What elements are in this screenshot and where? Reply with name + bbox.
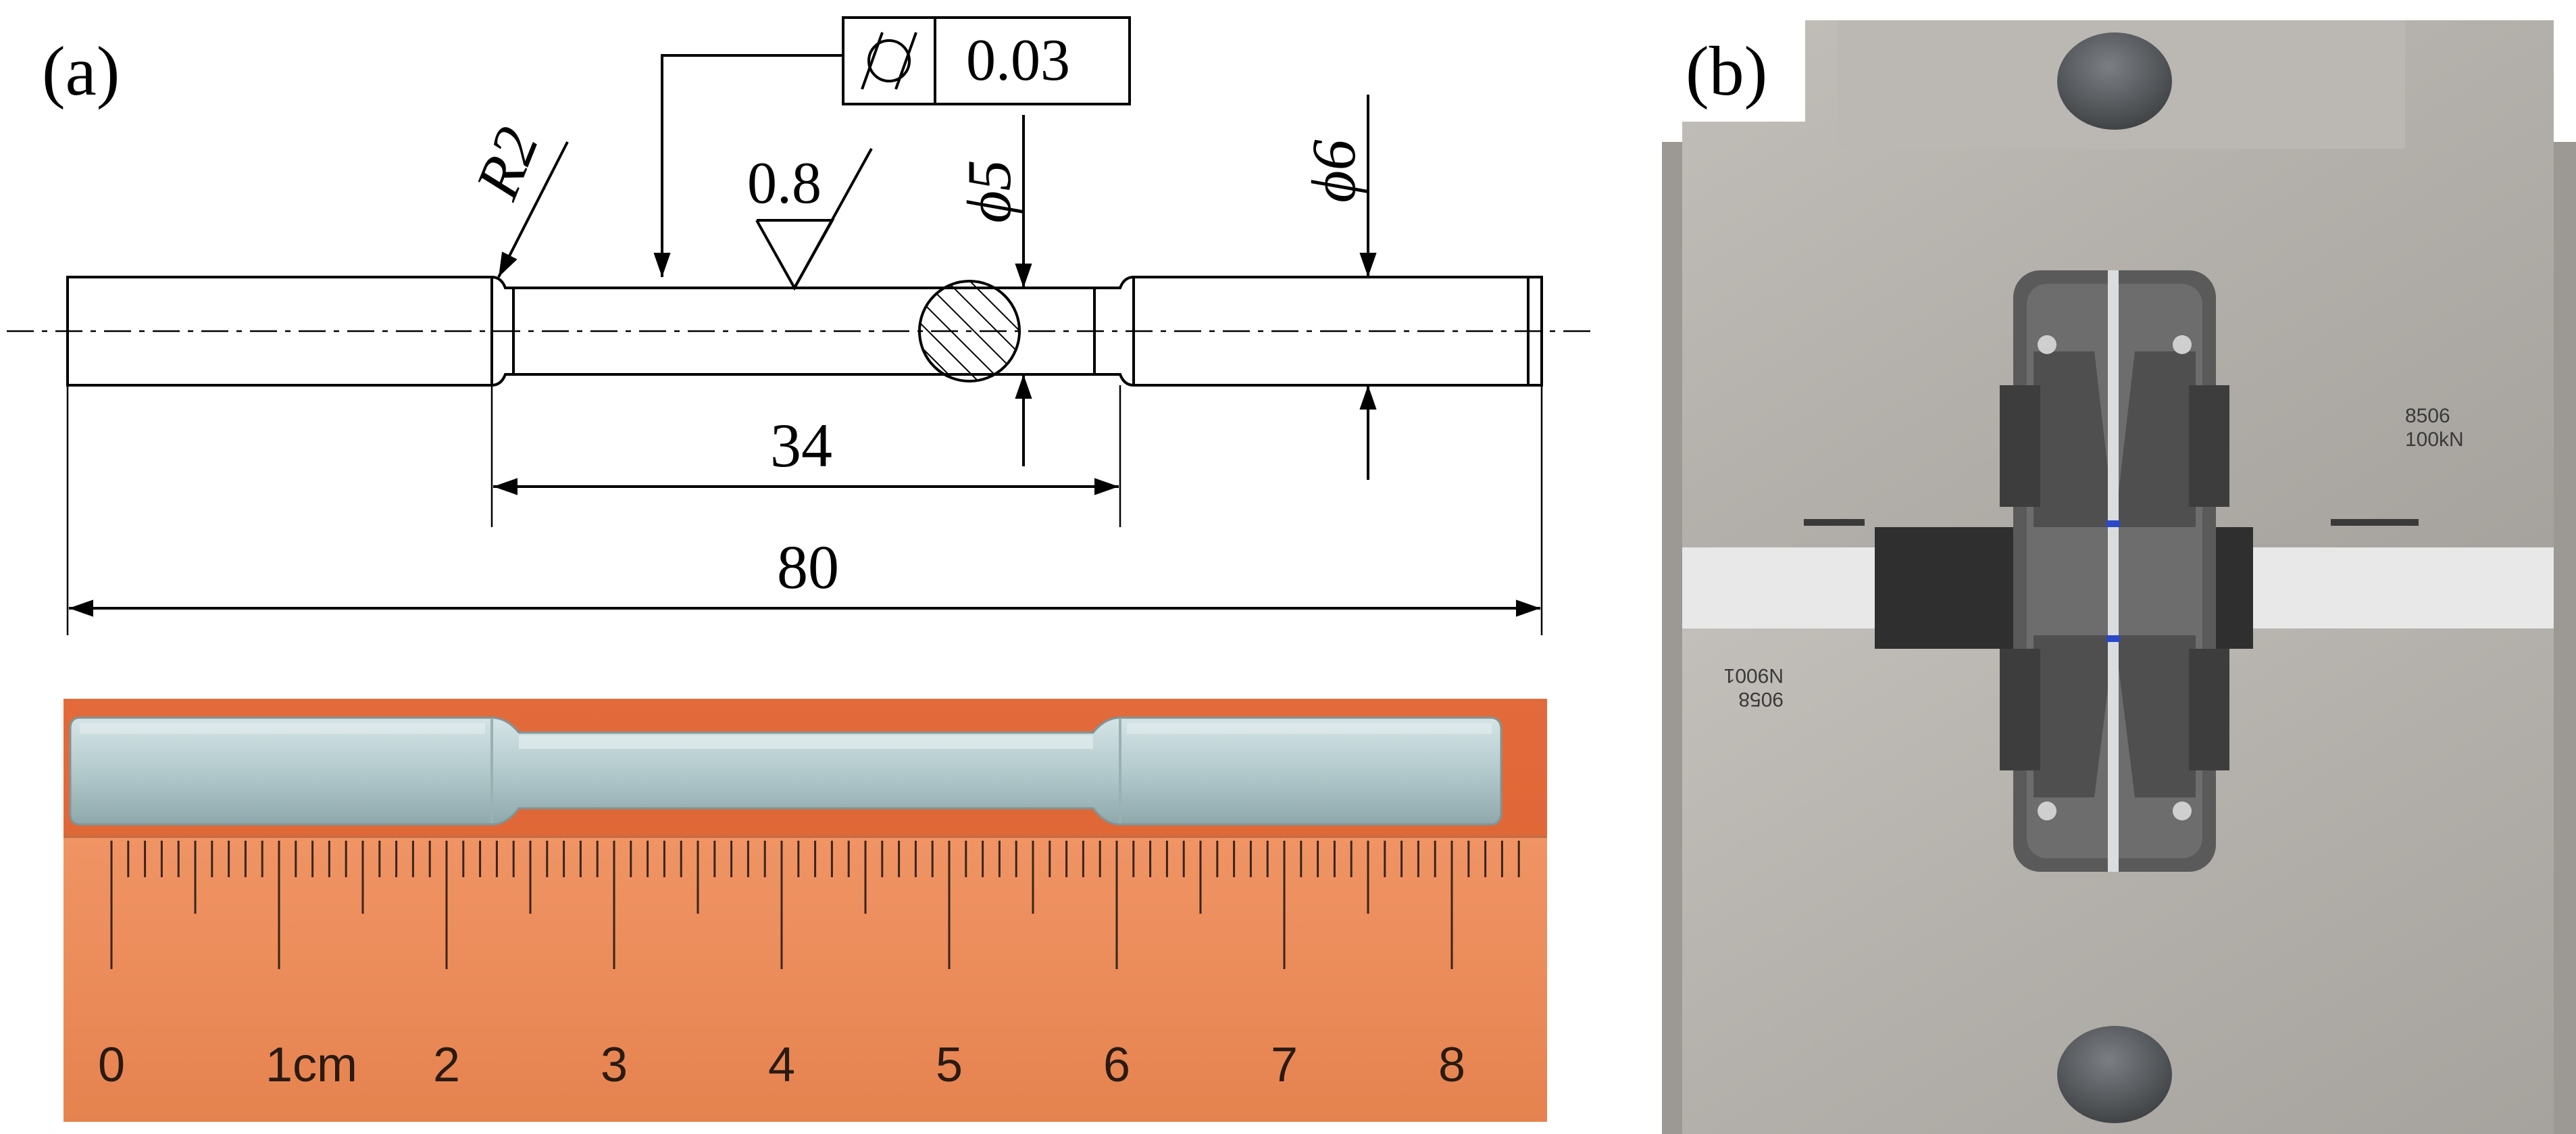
ruler-label: 6 bbox=[1103, 1038, 1130, 1092]
radius-label: R2 bbox=[462, 118, 552, 209]
section-circle bbox=[918, 280, 1021, 383]
ruler-label: 0 bbox=[98, 1038, 125, 1092]
lower-knob bbox=[2057, 1026, 2172, 1123]
ruler-label: 7 bbox=[1271, 1038, 1298, 1092]
specimen-photo: 0 1cm 2 3 4 5 6 7 8 bbox=[64, 699, 1547, 1122]
roughness-label: 0.8 bbox=[747, 151, 822, 216]
plate-marking-bottom-2: 9058 bbox=[1738, 688, 1784, 710]
panel-b-photo: 8506 100kN N9001 9058 (b) bbox=[1662, 0, 2576, 1134]
ruler-label: 2 bbox=[433, 1038, 460, 1092]
gauge-length-label: 34 bbox=[770, 411, 832, 480]
upper-knob bbox=[2057, 32, 2172, 130]
specimen-photo-body bbox=[69, 716, 1502, 826]
ruler-label: 5 bbox=[936, 1038, 963, 1092]
total-length-label: 80 bbox=[777, 533, 839, 601]
ruler bbox=[64, 835, 1547, 1122]
gauge-diameter-label: ϕ5 bbox=[955, 159, 1024, 223]
ruler-label: 3 bbox=[601, 1038, 628, 1092]
specimen-in-grips bbox=[2108, 270, 2119, 872]
ruler-label: 8 bbox=[1438, 1038, 1465, 1092]
ruler-ticks bbox=[110, 841, 1520, 969]
cylindricity-icon bbox=[861, 32, 917, 90]
panel-a-label: (a) bbox=[42, 32, 120, 110]
plate-marking-top-2: 100kN bbox=[2405, 428, 2464, 451]
ruler-label: 4 bbox=[768, 1038, 795, 1092]
tolerance-value: 0.03 bbox=[966, 28, 1070, 93]
panel-b-label: (b) bbox=[1686, 32, 1767, 110]
plate-marking-top-1: 8506 bbox=[2405, 405, 2450, 427]
ruler-label: 1cm bbox=[266, 1038, 357, 1092]
grip-diameter-label: ϕ6 bbox=[1299, 139, 1368, 203]
plate-marking-bottom-1: N9001 bbox=[1724, 664, 1784, 687]
panel-a-drawing bbox=[7, 16, 1594, 635]
tolerance-frame bbox=[842, 16, 1131, 105]
